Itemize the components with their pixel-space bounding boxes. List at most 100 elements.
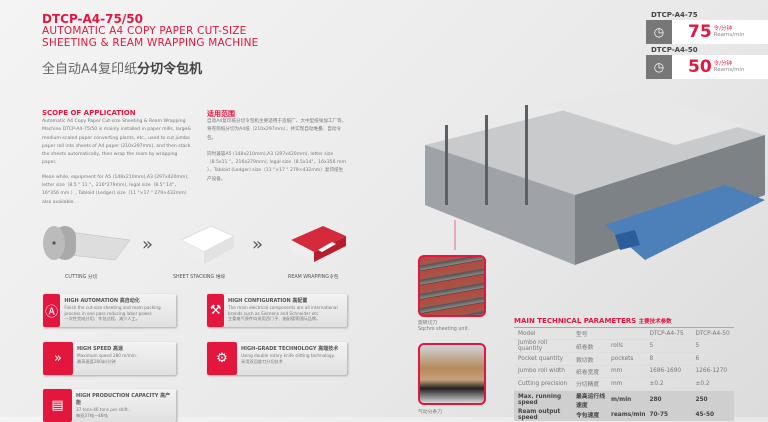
feature-desc-cn: 主要电气原件均采用西门子、施耐德等国际品牌。 [228,316,321,321]
table-cell: Model [514,327,572,341]
feature-desc: 37 tons-46 tons per shift. [76,407,129,412]
table-cell [607,327,646,341]
chevron-right-icon: » [252,234,264,255]
slitting-knife-photo [418,343,486,405]
automation-icon: Ⓐ [43,294,61,327]
sheeting-unit-photo [418,255,486,317]
cn-title-bold: 分切令包机 [137,62,203,77]
unit-en: Reams/min [713,32,745,38]
configuration-icon: ⚒ [207,294,225,327]
table-cell: 5 [691,339,734,354]
scope-text: Automatic A4 Copy Paper Cut-size Sheetin… [42,118,192,207]
params-heading-en: MAIN TECHNICAL PARAMETERS [514,317,637,325]
paper-roll-illustration [43,226,130,261]
table-cell: 45-50 [691,408,734,421]
feature-desc-cn: 最高速度280米/分钟 [77,358,116,364]
cn-title-light: 全自动A4复印纸 [42,62,138,77]
table-cell: DTCP-A4-75 [645,327,692,341]
speed-value: 50 [688,57,712,77]
table-cell: pockets [607,352,646,366]
feature-desc: The main electrical components are all i… [228,305,338,316]
scope-cn-paragraph: 自动A4复印纸分切令包机主要适用于造纸厂、大中型纸张加工厂等，将卷筒纸分切为A4… [207,119,347,141]
scope-heading: SCOPE OF APPLICATION [42,109,136,117]
table-cell: 250 [691,390,734,409]
table-cell: 70-75 [645,408,692,421]
feature-title: HIGH CONFIGURATION 高配置 [228,298,308,304]
feature-title: HIGH AUTOMATION 高自动化 [64,298,140,304]
table-cell: rolls [607,339,646,354]
unit-cn: 令/分钟 [713,61,733,67]
table-cell: 6 [691,352,734,366]
table-cell: 纸卷宽度 [572,365,607,379]
process-step-label: SHEET STACKING 堆垛 [173,275,226,280]
fast-forward-icon: » [43,342,73,375]
params-heading: MAIN TECHNICAL PARAMETERS 主要技术参数 [514,317,672,325]
caption-en: Sqchro sheeting unit. [418,327,470,332]
scope-paragraph: Automatic A4 Copy Paper Cut-size Sheetin… [42,119,191,166]
process-step-label: REAM WRAPPING令包 [288,275,339,280]
table-cell: Max. running speed [514,390,572,409]
timer-icon: ◷ [646,55,672,79]
badge-model: DTCP-A4-75 [651,11,698,19]
paper-stack-illustration [179,225,236,264]
scope-cn-text: 自动A4复印纸分切令包机主要适用于造纸厂、大中型纸张加工厂等，将卷筒纸分切为A4… [207,118,347,184]
feature-desc: Maximum speed 280 m/min. [77,353,137,358]
table-cell: 分切精度 [572,377,607,391]
machine-illustration [425,90,765,265]
table-cell: 最高运行线速度 [572,390,607,409]
table-cell: 1686-1690 [645,365,692,379]
scope-cn-heading: 适用范围 [207,110,235,118]
table-cell: DTCP-A4-50 [691,327,734,341]
table-cell: 令包速度 [572,408,607,421]
table-cell: m/min [607,390,646,409]
feature-desc: Using double rotary knife slitting techn… [241,353,335,358]
table-cell: Jumbo roll width [514,365,572,379]
table-cell: ±0.2 [691,377,734,391]
table-cell: ±0.2 [645,377,692,391]
process-step-label: CUTTING 分切 [65,275,98,280]
feature-desc-cn: 每班37吨—46吨 [76,412,108,418]
feature-title: HIGH PRODUCTION CAPACITY 高产能 [76,393,171,406]
capacity-icon: ▤ [43,389,73,422]
table-cell: 裁切数 [572,352,607,366]
table-cell: mm [607,377,646,391]
table-cell: Ream output speed [514,408,572,421]
title-line-2: SHEETING & REAM WRAPPING MACHINE [42,37,259,49]
table-cell: reams/min [607,408,646,421]
table-cell: mm [607,365,646,379]
table-cell: 纸卷数 [572,339,607,354]
ream-package-illustration [291,226,346,262]
table-cell: 280 [645,390,692,409]
table-cell: Jumbo roll quantity [514,339,572,354]
scope-paragraph: Mean while, equipment for A5 (148x210mm)… [42,174,190,205]
feature-title: HIGH-GRADE TECHNOLOGY 高端技术 [241,346,339,352]
table-cell: 型号 [572,327,607,341]
speed-value: 75 [688,22,712,42]
table-cell: Pocket quantity [514,352,572,366]
feature-desc-cn: 采用双回旋刀分切技术 [241,358,283,364]
unit-en: Reams/min [713,67,745,73]
caption-cn: 旋转切刀 [418,321,438,326]
params-heading-cn: 主要技术参数 [638,319,672,325]
photo-caption: 气动分条刀 [418,410,442,415]
table-cell: 5 [645,339,692,354]
unit-cn: 令/分钟 [713,26,733,32]
model-number: DTCP-A4-75/50 [42,12,143,26]
feature-desc-cn: 一次性完成分切、令包过程，减少人工。 [64,316,140,321]
chevron-right-icon: » [142,234,154,255]
